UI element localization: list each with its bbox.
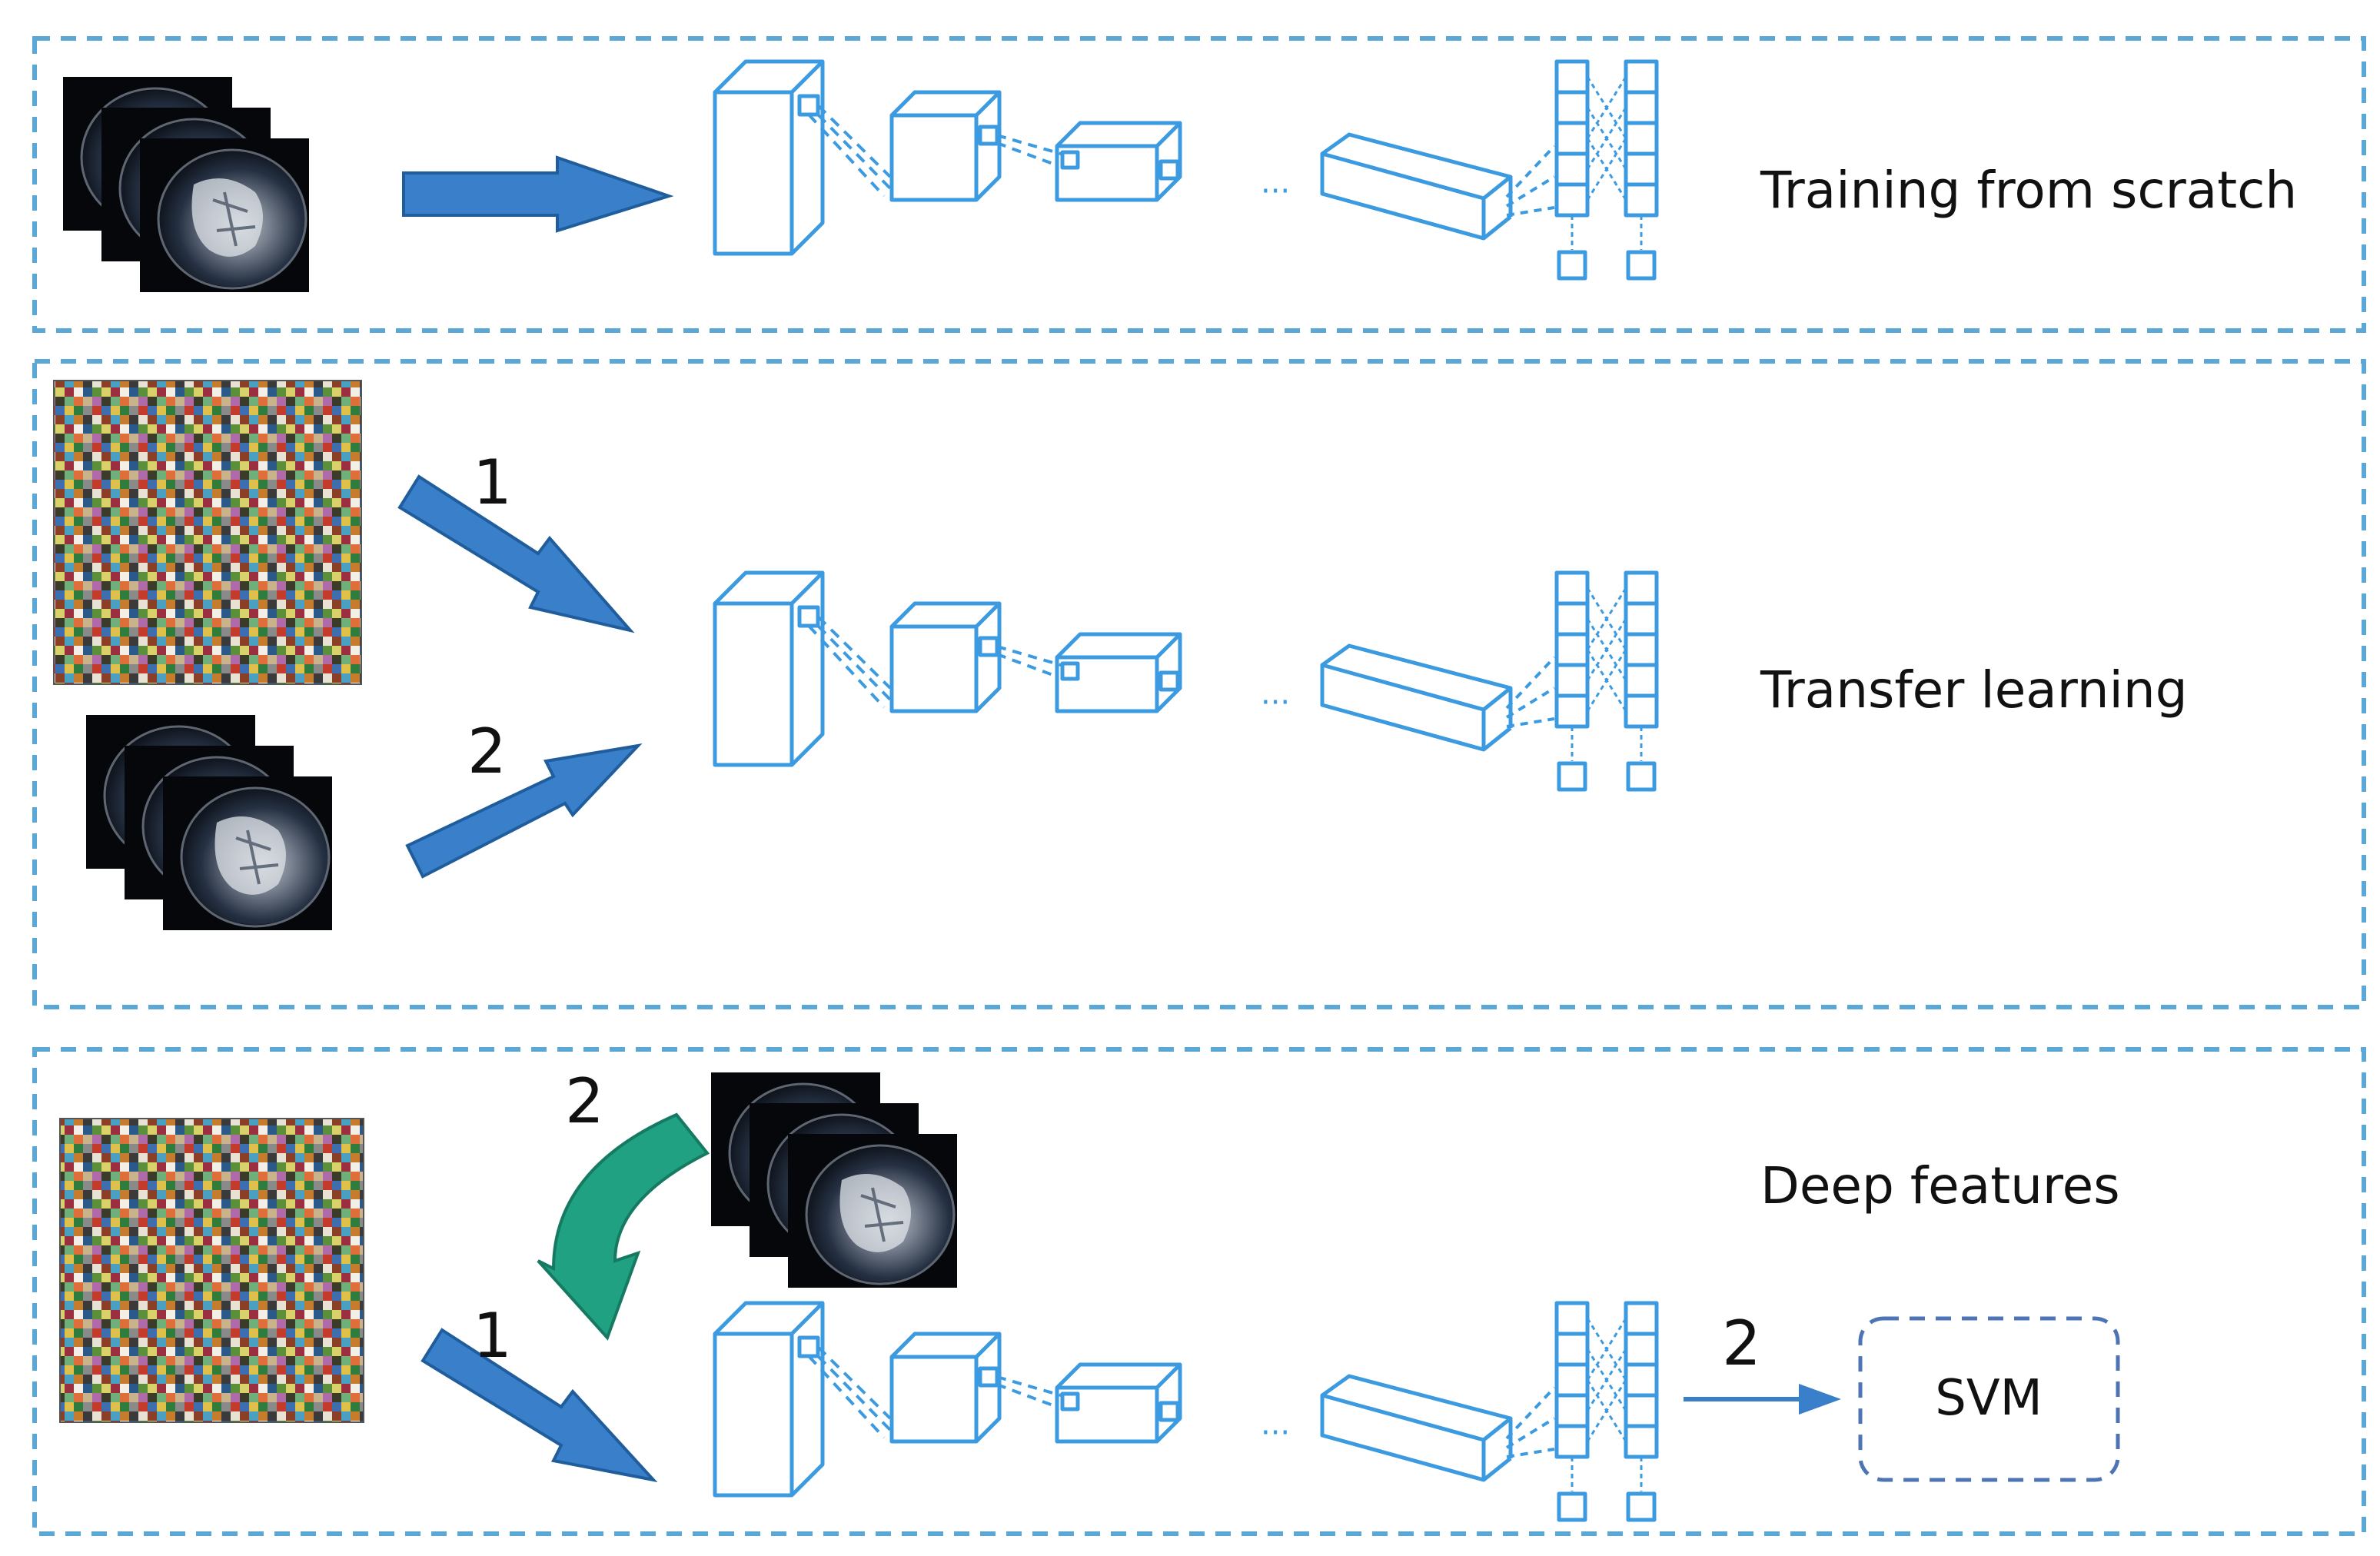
cnn-network [715,573,1657,790]
svm-box: SVM [1858,1316,2120,1482]
panel-deep-features: 2 1 ··· Deep features 2 SVM [32,1047,2366,1536]
curved-arrow-2 [537,1112,710,1341]
medical-scan-stack [85,713,334,932]
arrow-1 [420,1328,658,1483]
cnn-network [715,1303,1657,1520]
panel-border [32,359,2366,1009]
panel-training-from-scratch: ··· Training from scratch [32,36,2366,333]
network-ellipsis: ··· [1261,174,1290,209]
svm-arrow [1684,1384,1841,1415]
network-ellipsis: ··· [1261,685,1290,720]
natural-image-mosaic [53,380,362,685]
panel-title: Deep features [1760,1156,2120,1215]
arrow-1-label: 1 [473,447,512,518]
arrow-2-label: 2 [467,716,507,787]
panel-transfer-learning: 1 2 ··· Transfer learning [32,359,2366,1009]
panel-border [32,1047,2366,1536]
arrow-1-label: 1 [473,1300,512,1371]
network-ellipsis: ··· [1261,1415,1290,1451]
natural-image-mosaic [59,1118,364,1423]
medical-scan-stack [710,1071,959,1289]
panel-border [32,36,2366,333]
arrow-2 [405,743,643,879]
panel-title: Transfer learning [1760,660,2188,720]
svm-label: SVM [1935,1370,2043,1427]
svm-arrow-label: 2 [1722,1308,1761,1379]
arrow-1 [397,474,635,633]
input-arrow [402,155,674,233]
panel-title: Training from scratch [1760,161,2297,220]
curved-arrow-label: 2 [565,1066,604,1137]
cnn-network [715,62,1657,278]
medical-scan-stack [61,75,311,294]
